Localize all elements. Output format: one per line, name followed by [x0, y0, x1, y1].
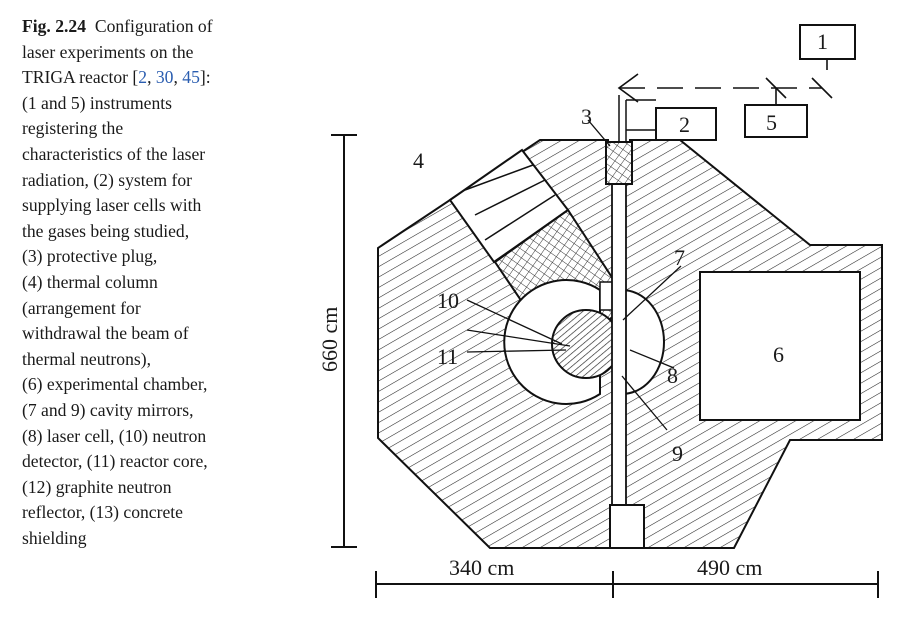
width-dimension	[375, 571, 879, 598]
beam-path	[617, 59, 833, 105]
label-11: 11	[437, 344, 458, 369]
label-1: 1	[817, 29, 828, 54]
experimental-chamber	[699, 271, 861, 421]
caption-line: supplying laser cells with	[22, 195, 202, 216]
label-6: 6	[773, 342, 784, 367]
label-3: 3	[581, 104, 592, 129]
caption-title-start: Configuration of	[94, 16, 213, 36]
reactor-core	[503, 279, 665, 405]
caption-line: the gases being studied,	[22, 220, 190, 241]
figure-caption: Fig. 2.24 Configuration of laser experim…	[22, 14, 282, 551]
caption-line: (8) laser cell, (10) neutron	[22, 425, 207, 446]
citation-link[interactable]: 45	[182, 67, 200, 88]
caption-line: registering the	[22, 118, 124, 139]
vertical-channel	[605, 95, 656, 549]
caption-line: (7 and 9) cavity mirrors,	[22, 399, 194, 420]
caption-line: shielding	[22, 527, 87, 548]
caption-text: TRIGA reactor [	[22, 67, 139, 88]
leader-lines	[466, 119, 682, 431]
caption-line: (1 and 5) instruments	[22, 92, 173, 113]
protective-plug	[605, 141, 633, 185]
citation-link[interactable]: 2	[138, 67, 148, 88]
label-9: 9	[672, 441, 683, 466]
caption-line: (6) experimental chamber,	[22, 374, 208, 395]
caption-line: reflector, (13) concrete	[22, 502, 183, 523]
label-7: 7	[674, 245, 685, 270]
label-4: 4	[413, 148, 424, 173]
caption-line: detector, (11) reactor core,	[22, 451, 208, 472]
caption-line: (4) thermal column	[22, 271, 158, 292]
caption-line: (3) protective plug,	[22, 246, 158, 267]
gas-supply-box-2	[655, 107, 717, 141]
label-2: 2	[679, 112, 690, 137]
left-width-label: 340 cm	[449, 555, 514, 580]
caption-line-3: TRIGA reactor [2, 30, 45]:	[22, 65, 282, 91]
height-dimension	[331, 134, 357, 548]
caption-line-2: laser experiments on the	[22, 41, 194, 62]
caption-line: characteristics of the laser	[22, 143, 206, 164]
caption-text: ,	[147, 67, 156, 88]
citation-link[interactable]: 30	[155, 67, 174, 88]
caption-text: ,	[173, 67, 183, 88]
label-5: 5	[766, 110, 777, 135]
caption-line: radiation, (2) system for	[22, 169, 193, 190]
caption-line: thermal neutrons),	[22, 348, 151, 369]
label-10: 10	[437, 288, 459, 313]
instrument-box-1	[799, 24, 856, 60]
caption-line: (12) graphite neutron	[22, 476, 172, 497]
caption-line: withdrawal the beam of	[22, 323, 189, 344]
caption-line: (arrangement for	[22, 297, 141, 318]
figure-label: Fig. 2.24	[22, 16, 87, 36]
caption-text: ]:	[199, 67, 211, 88]
height-dimension-label: 660 cm	[317, 307, 342, 372]
label-8: 8	[667, 363, 678, 388]
caption-line-1: Fig. 2.24 Configuration of	[22, 14, 282, 40]
reactor-diagram: 1 2 3 4 5 6 7 8 9 10 11 660 cm 340 cm 49…	[300, 0, 911, 631]
right-width-label: 490 cm	[697, 555, 762, 580]
